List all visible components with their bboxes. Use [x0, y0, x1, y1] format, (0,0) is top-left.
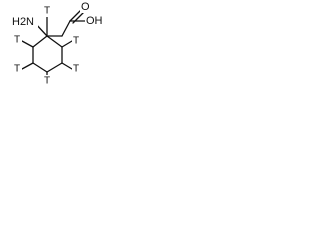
tritium-label-bottom: T: [44, 76, 50, 87]
hydroxyl-label: OH: [86, 15, 103, 27]
tritium-label-left-upper: T: [14, 35, 20, 46]
molecule-canvas: H2N T OH O T T T T T: [0, 0, 108, 87]
atom-labels: H2N T OH O T T T T T: [10, 1, 105, 87]
bonds: [21, 9, 89, 81]
tritium-label-right-lower: T: [73, 64, 79, 75]
bond-t-left-lower: [21, 62, 34, 70]
bond-t-right-lower: [61, 62, 73, 70]
ring-bond-1: [32, 35, 48, 48]
bond-t-left-upper: [21, 40, 34, 48]
carbonyl-oxygen-label: O: [81, 1, 90, 13]
label-bg-o: [80, 1, 90, 13]
ring-bond-3: [32, 62, 48, 73]
ring-bond-6: [46, 35, 63, 48]
label-bg-amino: [10, 15, 38, 28]
tritium-label-top: T: [44, 6, 50, 17]
bond-c-o-double-a: [69, 9, 82, 22]
amino-label: H2N: [12, 16, 34, 28]
bond-t-right-upper: [61, 40, 73, 48]
label-bg-oh: [85, 14, 105, 27]
label-bg-t-bottom: [43, 75, 52, 87]
structure-diagram: H2N T OH O T T T T T: [10, 1, 105, 87]
label-bg-t-top: [43, 4, 52, 17]
tritium-label-left-lower: T: [14, 64, 20, 75]
label-bg-t-right-upper: [72, 35, 81, 47]
bond-ch2-cooh: [61, 20, 71, 37]
label-bg-t-left-lower: [13, 63, 22, 75]
ring-bond-4: [46, 62, 63, 73]
tritium-label-right-upper: T: [73, 36, 79, 47]
label-bg-t-left-upper: [13, 34, 22, 46]
label-bg-t-right-lower: [72, 63, 81, 75]
